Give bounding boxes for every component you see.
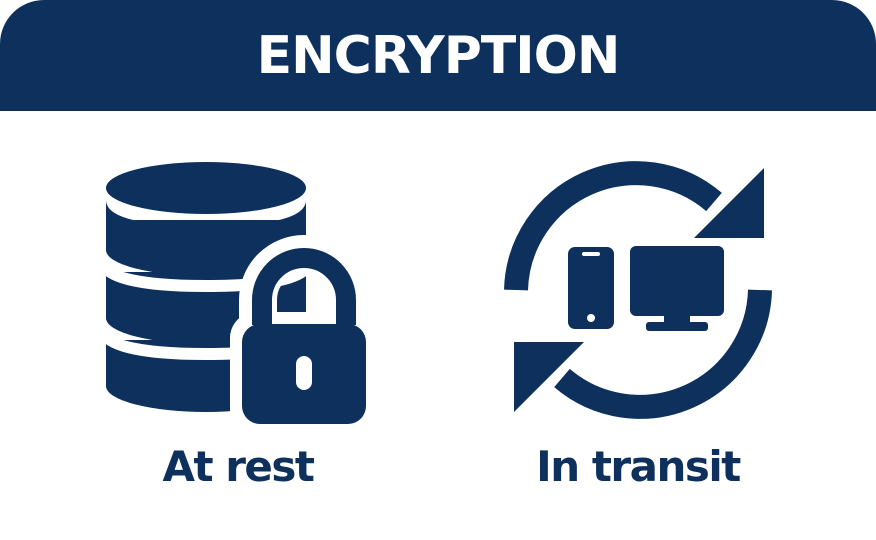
- monitor-icon: [630, 246, 724, 316]
- caption-at-rest: At rest: [162, 442, 315, 491]
- lock-icon: [230, 235, 378, 430]
- database-top: [106, 162, 306, 214]
- sync-devices-icon: [504, 161, 772, 419]
- panel-at-rest: At rest: [78, 150, 398, 510]
- sync-arc-top: [504, 161, 722, 291]
- panel-in-transit: In transit: [478, 150, 798, 510]
- database-lock-icon: [98, 162, 378, 430]
- header-banner: ENCRYPTION: [0, 0, 876, 111]
- arrowhead-top: [694, 168, 764, 238]
- sync-arc-bottom: [554, 289, 772, 419]
- phone-icon: [568, 247, 614, 329]
- arrowhead-bottom: [514, 342, 584, 412]
- page-title: ENCRYPTION: [256, 25, 621, 86]
- caption-in-transit: In transit: [536, 442, 741, 491]
